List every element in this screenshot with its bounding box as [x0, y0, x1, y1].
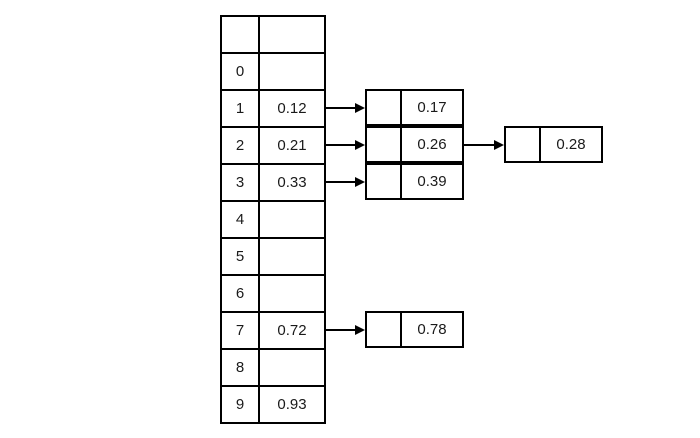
- list-node: 0.78: [365, 311, 464, 348]
- bucket-row: 8: [221, 349, 325, 386]
- bucket-index-cell: 3: [221, 164, 259, 201]
- bucket-row: 0: [221, 53, 325, 90]
- node-value-cell: 0.78: [417, 321, 447, 338]
- bucket-value-cell: 0.21: [259, 127, 325, 164]
- node-pointer-cell: [367, 165, 402, 198]
- pointer-arrow-line: [326, 106, 357, 109]
- bucket-value-cell: 0.12: [259, 90, 325, 127]
- bucket-index-cell: 6: [221, 275, 259, 312]
- pointer-arrow-line: [464, 143, 496, 146]
- node-value-cell: 0.26: [417, 136, 447, 153]
- table-header-row: [221, 16, 325, 53]
- list-node: 0.39: [365, 163, 464, 200]
- node-value-cell: 0.39: [417, 173, 447, 190]
- bucket-value-cell: [259, 201, 325, 238]
- bucket-value-cell: [259, 275, 325, 312]
- node-value-cell: 0.28: [556, 136, 586, 153]
- bucket-index-cell: 7: [221, 312, 259, 349]
- bucket-index-cell: 8: [221, 349, 259, 386]
- node-pointer-cell: [367, 91, 402, 124]
- pointer-arrowhead-icon: [355, 324, 365, 335]
- pointer-arrowhead-icon: [355, 176, 365, 187]
- pointer-arrowhead-icon: [355, 139, 365, 150]
- bucket-index-cell: 9: [221, 386, 259, 423]
- node-pointer-cell: [506, 128, 541, 161]
- bucket-value-cell: [259, 16, 325, 53]
- node-value-cell: 0.17: [417, 99, 447, 116]
- pointer-arrow-line: [326, 143, 357, 146]
- bucket-value-cell: [259, 349, 325, 386]
- bucket-row: 5: [221, 238, 325, 275]
- list-node: 0.26: [365, 126, 464, 163]
- bucket-index-cell: 1: [221, 90, 259, 127]
- bucket-index-cell: 4: [221, 201, 259, 238]
- bucket-value-cell: 0.72: [259, 312, 325, 349]
- bucket-row: 4: [221, 201, 325, 238]
- node-pointer-cell: [367, 313, 402, 346]
- bucket-value-cell: 0.93: [259, 386, 325, 423]
- list-node: 0.17: [365, 89, 464, 126]
- bucket-index-cell: [221, 16, 259, 53]
- list-node: 0.28: [504, 126, 603, 163]
- bucket-value-cell: 0.33: [259, 164, 325, 201]
- pointer-arrow-line: [326, 180, 357, 183]
- pointer-arrowhead-icon: [494, 139, 504, 150]
- bucket-value-cell: [259, 238, 325, 275]
- bucket-index-cell: 0: [221, 53, 259, 90]
- bucket-index-cell: 2: [221, 127, 259, 164]
- pointer-arrow-line: [326, 328, 357, 331]
- bucket-value-cell: [259, 53, 325, 90]
- bucket-index-cell: 5: [221, 238, 259, 275]
- bucket-row: 6: [221, 275, 325, 312]
- pointer-arrowhead-icon: [355, 102, 365, 113]
- node-pointer-cell: [367, 128, 402, 161]
